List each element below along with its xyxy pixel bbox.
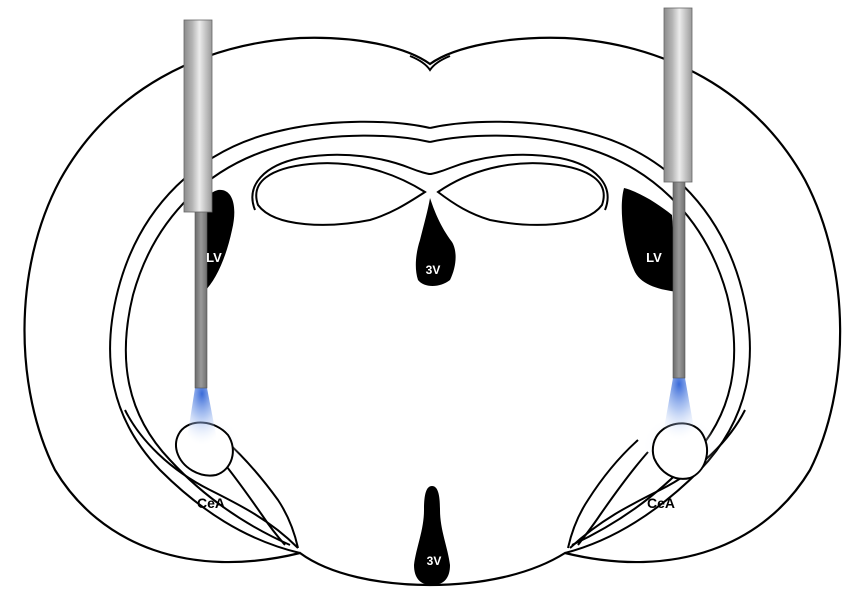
cannula-right bbox=[664, 8, 692, 182]
label-3v-bottom: 3V bbox=[427, 554, 442, 568]
optic-fiber-left bbox=[195, 210, 207, 388]
cannula-left bbox=[184, 20, 212, 212]
label-cea-right: CeA bbox=[647, 495, 675, 511]
label-3v-top: 3V bbox=[426, 263, 441, 277]
optic-fiber-right bbox=[673, 180, 685, 378]
label-lv-right: LV bbox=[646, 250, 662, 265]
label-cea-left: CeA bbox=[197, 495, 225, 511]
label-lv-left: LV bbox=[206, 250, 222, 265]
